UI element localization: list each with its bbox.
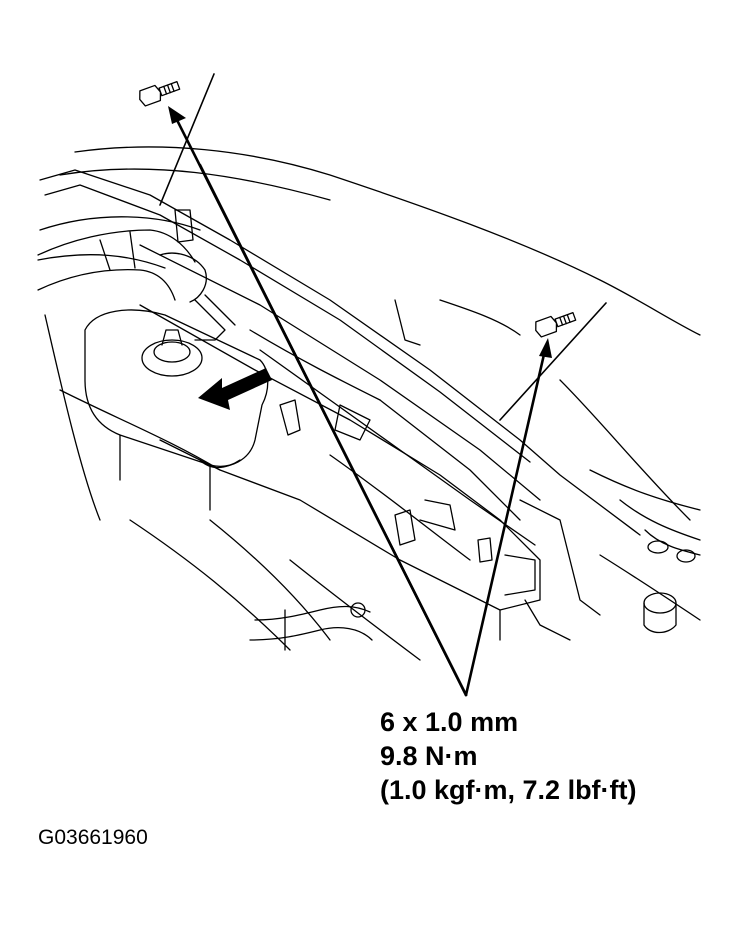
bolt-icon bbox=[535, 312, 577, 338]
torque-alt-label: (1.0 kgf·m, 7.2 lbf·ft) bbox=[380, 775, 637, 805]
lower-hose-clamp bbox=[249, 602, 373, 651]
arrowheads bbox=[168, 106, 552, 358]
upper-radiator-hose bbox=[37, 229, 207, 303]
bolt-leader-lines bbox=[159, 73, 607, 421]
retaining-clips bbox=[174, 209, 493, 563]
overflow-hose bbox=[194, 294, 236, 341]
engine-bay-outline bbox=[37, 146, 701, 661]
radiator-upper-support bbox=[39, 169, 641, 546]
torque-nm-label: 9.8 N·m bbox=[380, 741, 478, 771]
figure-id: G03661960 bbox=[38, 826, 148, 849]
callout-arrows bbox=[174, 116, 547, 697]
direction-arrow-icon bbox=[198, 368, 272, 410]
bolt-size-label: 6 x 1.0 mm bbox=[380, 707, 519, 737]
radiator-shroud bbox=[139, 304, 601, 641]
torque-spec-callout: 6 x 1.0 mm 9.8 N·m (1.0 kgf·m, 7.2 lbf·f… bbox=[380, 705, 637, 807]
coolant-reservoir bbox=[84, 309, 269, 511]
bolt-icon bbox=[139, 81, 181, 107]
